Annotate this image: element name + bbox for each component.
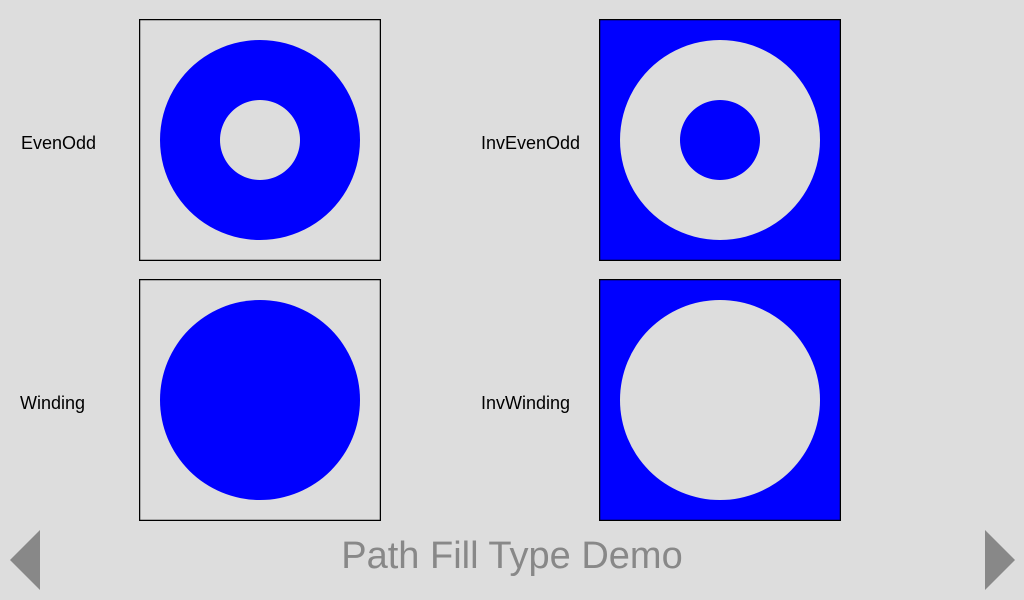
label-winding: Winding [20, 393, 86, 413]
panel-invevenodd [599, 19, 841, 261]
panel-evenodd [139, 19, 381, 261]
next-button[interactable] [984, 530, 1016, 590]
invwinding-circle [620, 300, 820, 500]
evenodd-shape [139, 19, 381, 261]
panel-invwinding [599, 279, 841, 521]
evenodd-ring [160, 40, 361, 241]
left-arrow-icon [10, 530, 40, 590]
label-invevenodd: InvEvenOdd [481, 133, 581, 153]
invevenodd-shape [599, 19, 841, 261]
panel-winding [139, 279, 381, 521]
label-invwinding: InvWinding [481, 393, 571, 413]
invwinding-shape [599, 279, 841, 521]
prev-button[interactable] [9, 530, 41, 590]
invevenodd-ring [620, 40, 821, 241]
winding-shape [139, 279, 381, 521]
demo-title: Path Fill Type Demo [341, 535, 683, 577]
right-arrow-icon [985, 530, 1015, 590]
winding-circle [160, 300, 360, 500]
label-evenodd: EvenOdd [21, 133, 97, 153]
